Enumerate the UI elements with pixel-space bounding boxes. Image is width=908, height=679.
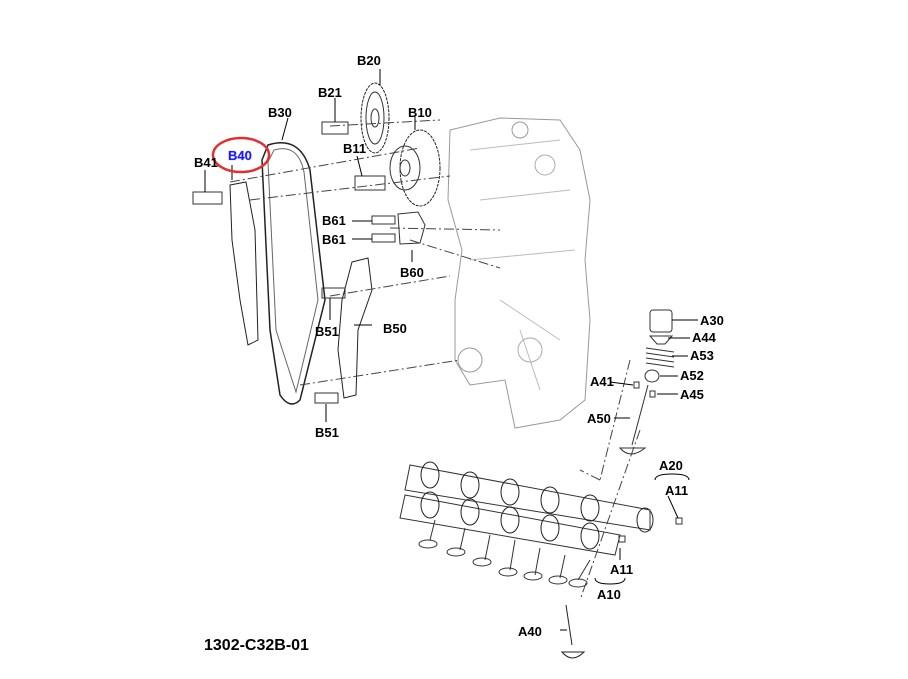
label-b21[interactable]: B21 — [318, 85, 342, 100]
valve-a50 — [618, 384, 649, 455]
label-a53[interactable]: A53 — [690, 348, 714, 363]
label-b50[interactable]: B50 — [383, 321, 407, 336]
valve-a40 — [560, 604, 586, 659]
camshaft-assembly-a10 — [399, 461, 683, 588]
engine-block — [447, 117, 591, 429]
label-a30[interactable]: A30 — [700, 313, 724, 328]
collet-a45 — [649, 390, 656, 398]
tensioner-guide-b50 — [337, 257, 373, 399]
label-b20[interactable]: B20 — [357, 53, 381, 68]
label-a44[interactable]: A44 — [692, 330, 716, 345]
label-a11[interactable]: A11 — [665, 483, 689, 498]
label-b10[interactable]: B10 — [408, 105, 432, 120]
label-a41[interactable]: A41 — [590, 374, 614, 389]
label-b41[interactable]: B41 — [194, 155, 218, 170]
selection-highlight-ring — [211, 136, 271, 174]
chain-guide-b40 — [229, 181, 259, 346]
valve-seal-a52 — [644, 369, 660, 383]
sprocket-b20 — [360, 82, 390, 154]
label-b61[interactable]: B61 — [322, 213, 346, 228]
valve-tappet-a30 — [649, 309, 673, 333]
label-b61[interactable]: B61 — [322, 232, 346, 247]
bolt-b51 — [314, 287, 346, 404]
cam-phaser-b10 — [389, 129, 441, 207]
collet-a41 — [633, 381, 640, 389]
label-a20[interactable]: A20 — [659, 458, 683, 473]
tensioner-b60 — [397, 211, 426, 245]
label-b51[interactable]: B51 — [315, 425, 339, 440]
spring-retainer-a44 — [648, 335, 674, 345]
label-a10[interactable]: A10 — [597, 587, 621, 602]
bolt-b11 — [354, 175, 386, 191]
bolt-b61 — [371, 215, 396, 243]
label-b11[interactable]: B11 — [343, 141, 367, 156]
label-b60[interactable]: B60 — [400, 265, 424, 280]
timing-chain — [261, 142, 326, 405]
label-a11[interactable]: A11 — [610, 562, 634, 577]
label-a50[interactable]: A50 — [587, 411, 611, 426]
diagram-code: 1302-C32B-01 — [204, 637, 309, 654]
bolt-b21 — [321, 121, 349, 135]
label-b30[interactable]: B30 — [268, 105, 292, 120]
label-b40[interactable]: B40 — [228, 148, 252, 163]
label-b51[interactable]: B51 — [315, 324, 339, 339]
bolt-b41 — [192, 191, 223, 205]
label-a52[interactable]: A52 — [680, 368, 704, 383]
label-a40[interactable]: A40 — [518, 624, 542, 639]
label-a45[interactable]: A45 — [680, 387, 704, 402]
valve-spring-a53 — [645, 347, 675, 368]
